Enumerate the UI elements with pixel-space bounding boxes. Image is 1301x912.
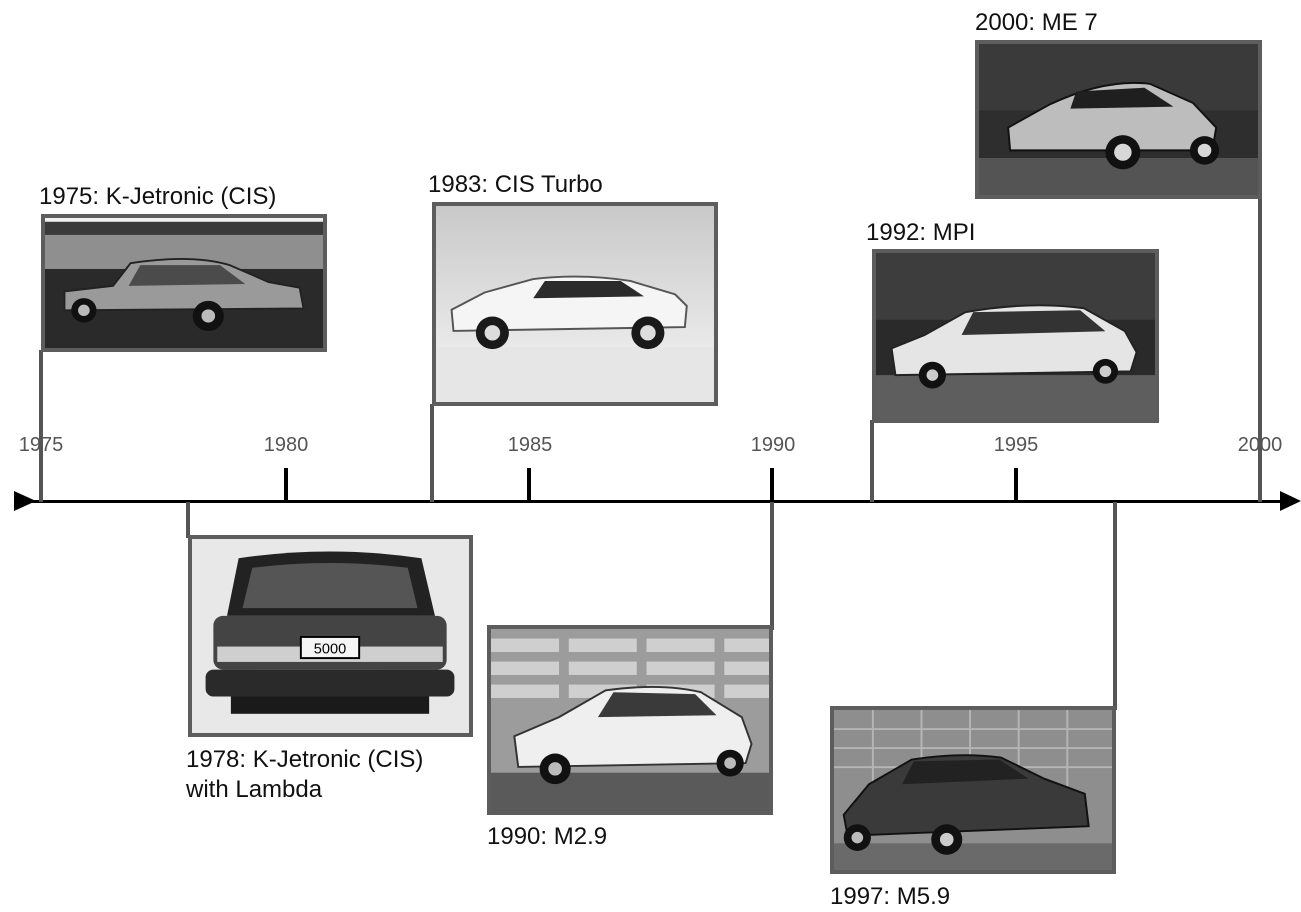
- caption-1997: 1997: M5.9: [830, 883, 951, 910]
- caption-1978-line-1: 1978: K-Jetronic (CIS): [186, 746, 424, 773]
- connector-2000: [1258, 196, 1262, 502]
- svg-text:5000: 5000: [314, 641, 346, 657]
- sedan-1992-photo: [872, 249, 1159, 423]
- connector-1975: [39, 350, 43, 502]
- connector-1997: [1113, 502, 1117, 710]
- caption-1992: 1992: MPI: [866, 219, 976, 246]
- v8-sedan-photo: [487, 625, 773, 815]
- tt-coupe-photo: [975, 40, 1262, 199]
- caption-1990: 1990: M2.9: [487, 823, 608, 850]
- tick-label-1990: 1990: [750, 434, 796, 456]
- audi-5000-rear-photo: 5000: [188, 535, 473, 737]
- connector-1983: [430, 404, 434, 502]
- axis-arrow-right-icon: [1280, 491, 1301, 511]
- sedan-1975-photo: [41, 214, 327, 352]
- tick-label-1985: 1985: [507, 434, 553, 456]
- caption-2000: 2000: ME 7: [975, 9, 1098, 36]
- caption-1983: 1983: CIS Turbo: [428, 171, 603, 198]
- caption-1978-line-2: with Lambda: [186, 776, 323, 803]
- timeline-axis: [14, 500, 1294, 503]
- tick-label-1980: 1980: [263, 434, 309, 456]
- tick-1980: [284, 468, 288, 502]
- tick-1990: [770, 468, 774, 502]
- axis-arrow-left-icon: [14, 491, 36, 511]
- caption-1978: 1978: K-Jetronic (CIS) with Lambda: [186, 745, 423, 805]
- a4-sedan-photo: [830, 706, 1116, 874]
- tick-label-1995: 1995: [993, 434, 1039, 456]
- tick-1995: [1014, 468, 1018, 502]
- connector-1990: [770, 502, 774, 630]
- quattro-coupe-photo: [432, 202, 718, 406]
- tick-1985: [527, 468, 531, 502]
- caption-1975: 1975: K-Jetronic (CIS): [39, 183, 277, 210]
- connector-1992: [870, 420, 874, 502]
- connector-1978: [186, 502, 190, 538]
